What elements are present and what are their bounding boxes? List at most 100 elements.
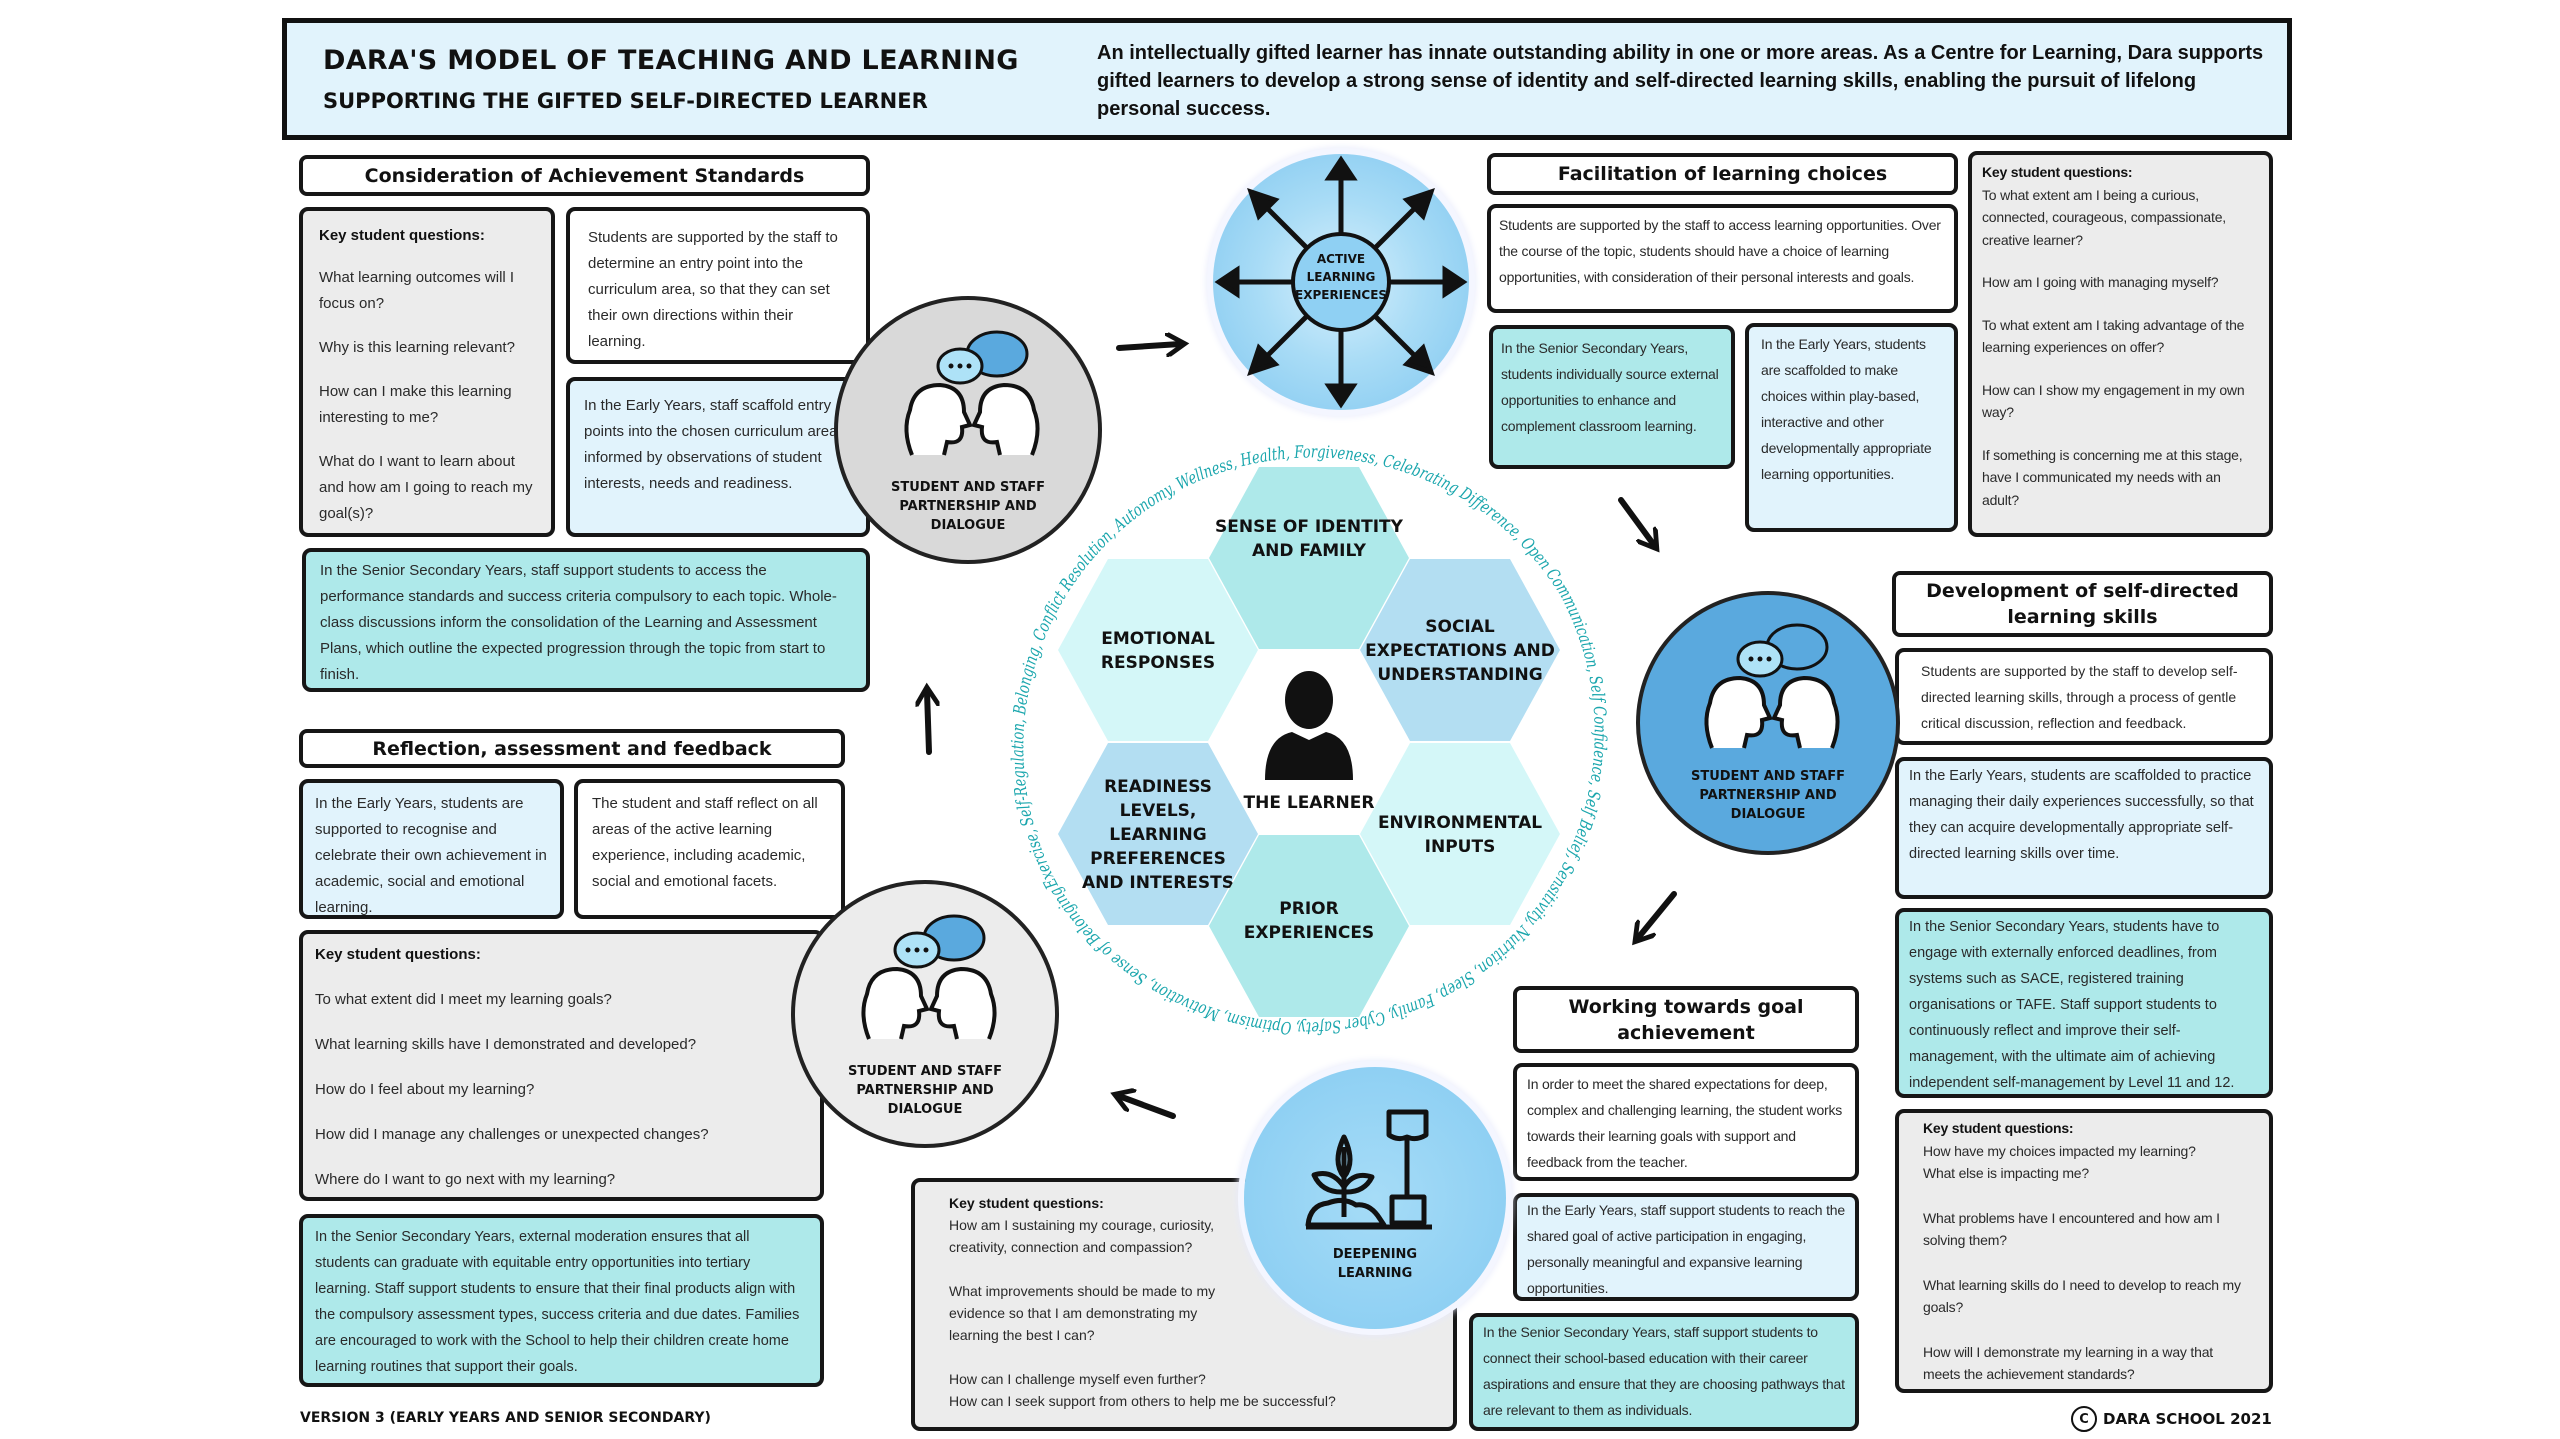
- development-questions-box: Key student questions: How have my choic…: [1895, 1109, 2273, 1393]
- reflection-early-years-box: In the Early Years, students are support…: [299, 779, 564, 919]
- question: How can I show my engagement in my own w…: [1982, 381, 2245, 421]
- questions-label: Key student questions:: [949, 1195, 1104, 1211]
- version-label: VERSION 3 (EARLY YEARS AND SENIOR SECOND…: [300, 1410, 711, 1426]
- questions-label: Key student questions:: [319, 227, 485, 244]
- hexagon-label: LEVELS,: [1120, 801, 1197, 821]
- facilitation-early-years-box: In the Early Years, students are scaffol…: [1745, 323, 1958, 532]
- questions-label: Key student questions:: [315, 946, 481, 963]
- question: How did I manage any challenges or unexp…: [315, 1126, 709, 1143]
- question: How will I demonstrate my learning in a …: [1923, 1343, 2213, 1383]
- hexagon-label: SOCIAL: [1425, 617, 1495, 637]
- hexagon-label: SENSE OF IDENTITY: [1215, 517, 1404, 537]
- question: Where do I want to go next with my learn…: [315, 1171, 616, 1188]
- facilitation-general-box: Students are supported by the staff to a…: [1487, 204, 1958, 313]
- working-general-box: In order to meet the shared expectations…: [1513, 1063, 1859, 1181]
- questions-label: Key student questions:: [1923, 1120, 2074, 1136]
- flow-arrow-icon: [927, 692, 929, 755]
- active-learning-circle: ACTIVE LEARNING EXPERIENCES: [1213, 154, 1469, 410]
- question: How can I seek support from others to he…: [949, 1393, 1336, 1409]
- partnership-label: STUDENT AND STAFF PARTNERSHIP AND DIALOG…: [1690, 769, 1846, 822]
- working-senior-box: In the Senior Secondary Years, staff sup…: [1469, 1313, 1859, 1431]
- question: To what extent did I meet my learning go…: [315, 991, 612, 1008]
- hexagon-shape: [1058, 559, 1258, 741]
- question: How have my choices impacted my learning…: [1923, 1142, 2196, 1159]
- achievement-title: Consideration of Achievement Standards: [299, 155, 870, 196]
- hexagon-label: EMOTIONAL: [1101, 629, 1215, 649]
- two-heads-speech-bubbles-icon: [1704, 623, 1840, 749]
- development-title: Development of self-directed learning sk…: [1892, 571, 2273, 637]
- two-heads-speech-bubbles-icon: [904, 330, 1040, 456]
- achievement-questions-box: Key student questions: What learning out…: [299, 207, 555, 537]
- hexagon-label: PREFERENCES: [1090, 849, 1226, 869]
- question: To what extent am I taking advantage of …: [1982, 316, 2245, 356]
- hexagon-identity: SENSE OF IDENTITY AND FAMILY: [1209, 467, 1409, 649]
- hexagon-shape: [1360, 559, 1560, 741]
- question: How am I going with managing myself?: [1982, 274, 2219, 290]
- hexagon-label: LEARNING: [1109, 825, 1206, 845]
- question: If something is concerning me at this st…: [1982, 446, 2243, 508]
- question: How do I feel about my learning?: [315, 1081, 535, 1098]
- question: How can I make this learning interesting…: [319, 383, 512, 426]
- intro-text: An intellectually gifted learner has inn…: [1097, 42, 2264, 120]
- copyright-text: DARA SCHOOL 2021: [2103, 1410, 2272, 1428]
- reflection-questions-box: Key student questions: To what extent di…: [299, 930, 824, 1201]
- question: What learning skills do I need to develo…: [1923, 1276, 2241, 1316]
- question: What learning outcomes will I focus on?: [319, 269, 515, 312]
- facilitation-title: Facilitation of learning choices: [1487, 153, 1958, 195]
- partnership-circle-bottom: STUDENT AND STAFF PARTNERSHIP AND DIALOG…: [791, 880, 1059, 1148]
- active-learning-label: ACTIVE LEARNING EXPERIENCES: [1295, 252, 1388, 302]
- question: What do I want to learn about and how am…: [319, 453, 533, 522]
- learner-label: THE LEARNER: [1244, 793, 1375, 813]
- header-banner: DARA'S MODEL OF TEACHING AND LEARNING SU…: [282, 18, 2292, 140]
- question: What improvements should be made to my e…: [949, 1283, 1216, 1343]
- hexagon-shape: [1360, 743, 1560, 925]
- achievement-general-box: Students are supported by the staff to d…: [566, 207, 870, 364]
- question: Why is this learning relevant?: [319, 339, 515, 356]
- working-early-years-box: In the Early Years, staff support studen…: [1513, 1193, 1859, 1301]
- flow-arrow-icon: [1116, 344, 1180, 348]
- deepening-learning-circle: DEEPENING LEARNING: [1244, 1067, 1506, 1329]
- page-title: DARA'S MODEL OF TEACHING AND LEARNING: [323, 45, 1019, 76]
- questions-label: Key student questions:: [1982, 164, 2133, 180]
- question: What problems have I encountered and how…: [1923, 1209, 2220, 1249]
- facilitation-questions-box: Key student questions: To what extent am…: [1968, 151, 2273, 537]
- working-title: Working towards goal achievement: [1513, 986, 1859, 1053]
- hexagon-label: AND INTERESTS: [1082, 873, 1234, 893]
- two-heads-speech-bubbles-icon: [861, 914, 997, 1040]
- flow-arrow-icon: [1618, 497, 1654, 545]
- person-icon: [1265, 671, 1353, 780]
- reflection-general-box: The student and staff reflect on all are…: [574, 779, 845, 919]
- plant-shovel-icon: [1305, 1109, 1432, 1230]
- page-subtitle: SUPPORTING THE GIFTED SELF-DIRECTED LEAR…: [323, 89, 928, 113]
- hexagon-label: READINESS: [1104, 777, 1212, 797]
- development-general-box: Students are supported by the staff to d…: [1895, 648, 2273, 745]
- hexagon-label: AND FAMILY: [1252, 541, 1367, 561]
- partnership-label: STUDENT AND STAFF PARTNERSHIP AND DIALOG…: [847, 1064, 1003, 1117]
- question: How am I sustaining my courage, curiosit…: [949, 1217, 1215, 1255]
- hexagon-label: ENVIRONMENTAL: [1378, 813, 1542, 833]
- facilitation-senior-box: In the Senior Secondary Years, students …: [1489, 325, 1735, 469]
- hexagon-label: PRIOR: [1279, 899, 1338, 919]
- partnership-circle-right: STUDENT AND STAFF PARTNERSHIP AND DIALOG…: [1636, 591, 1900, 855]
- achievement-senior-box: In the Senior Secondary Years, staff sup…: [302, 548, 870, 692]
- hexagon-shape: [1209, 467, 1409, 649]
- flow-arrow-icon: [1119, 1096, 1176, 1119]
- deepening-learning-label: DEEPENING LEARNING: [1332, 1247, 1418, 1281]
- question: What else is impacting me?: [1923, 1165, 2089, 1181]
- question: To what extent am I being a curious, con…: [1982, 186, 2226, 248]
- hexagon-social: SOCIAL EXPECTATIONS AND UNDERSTANDING: [1360, 559, 1560, 741]
- hexagon-label: UNDERSTANDING: [1377, 665, 1542, 685]
- hexagon-shape: [1058, 743, 1258, 925]
- hexagon-label: EXPECTATIONS AND: [1365, 641, 1555, 661]
- radiating-arrows-icon: [1214, 155, 1468, 409]
- partnership-label: STUDENT AND STAFF PARTNERSHIP AND DIALOG…: [890, 480, 1046, 533]
- development-early-years-box: In the Early Years, students are scaffol…: [1895, 757, 2273, 899]
- development-senior-box: In the Senior Secondary Years, students …: [1895, 908, 2273, 1098]
- copyright-notice: C DARA SCHOOL 2021: [2071, 1406, 2272, 1432]
- partnership-circle-top: STUDENT AND STAFF PARTNERSHIP AND DIALOG…: [834, 296, 1102, 564]
- reflection-senior-box: In the Senior Secondary Years, external …: [299, 1214, 824, 1387]
